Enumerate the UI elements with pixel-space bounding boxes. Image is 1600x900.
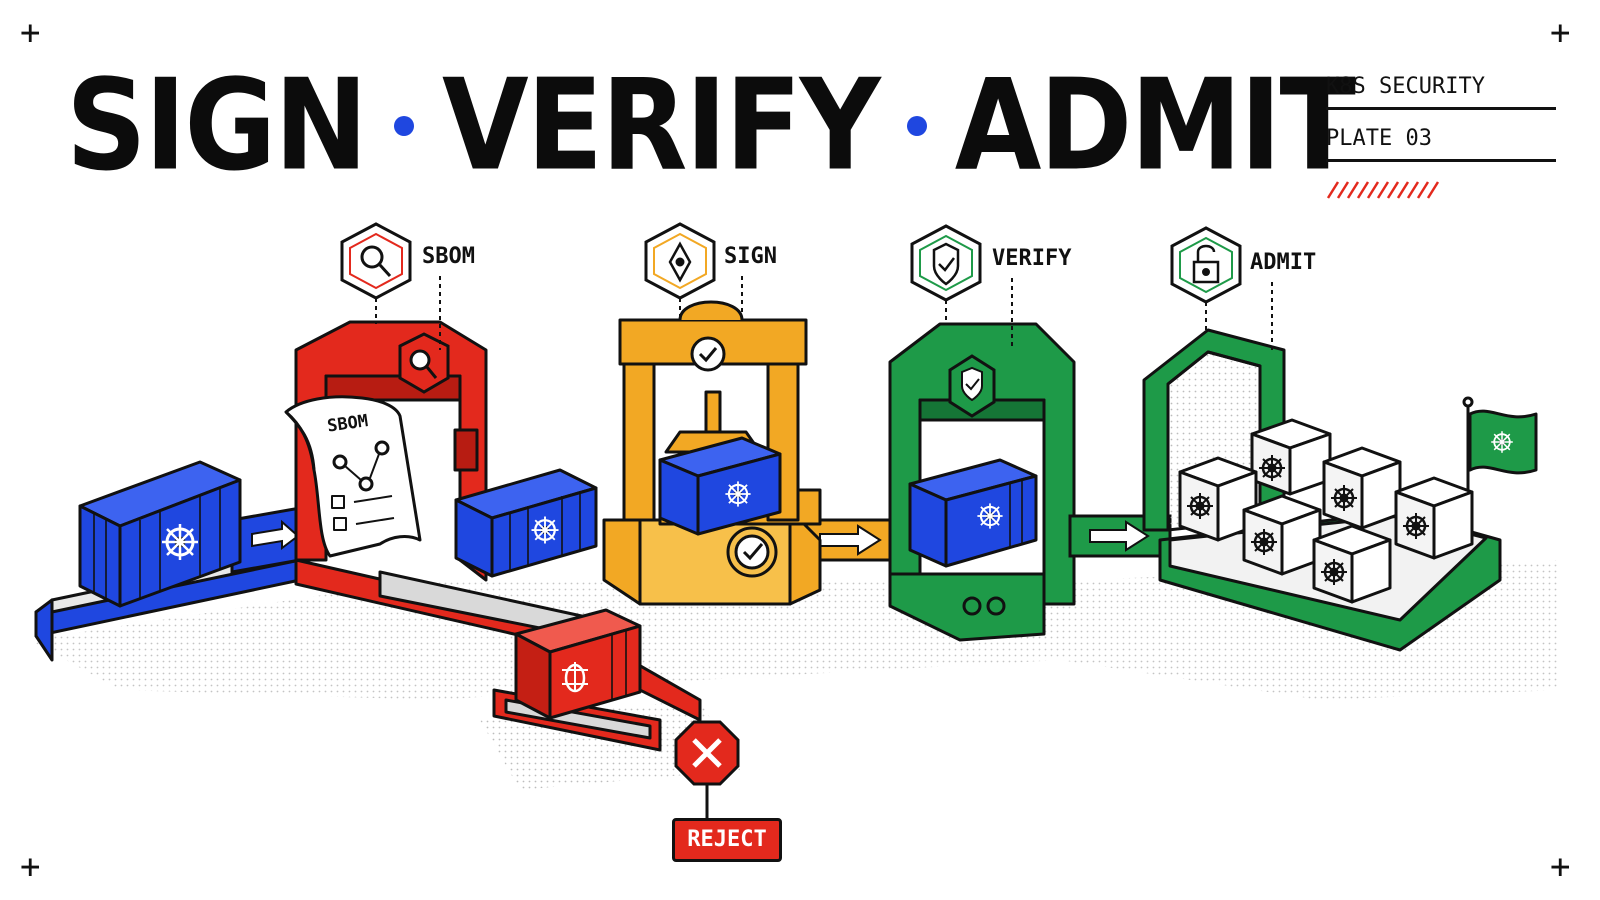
stage-label-verify: VERIFY [992,246,1072,271]
stage-label-admit: ADMIT [1250,250,1317,275]
magnifier-icon [398,332,450,394]
corner-mark-bottom-left: + [20,847,41,887]
pod-cube [1250,418,1332,496]
rejected-container [514,608,642,720]
verified-container [908,458,1038,568]
stage-label-sbom: SBOM [422,244,475,269]
shield-check-icon [948,354,996,418]
press-container [658,436,782,536]
x-octagon-icon [674,720,740,818]
pod-cube [1322,446,1402,530]
sbom-document [284,395,422,558]
approval-badge-icon [726,526,778,578]
hatch-mark [1326,181,1440,199]
seal-check-icon [690,336,726,372]
plate-caption: K8S SECURITY PLATE 03 [1326,70,1556,204]
scanned-container [454,468,598,578]
pod-cube [1242,494,1322,576]
corner-mark-top-left: + [20,13,41,53]
reject-label: REJECT [672,818,782,862]
input-container [78,460,242,608]
title-separator-dot [394,116,414,136]
pen-nib-icon [644,222,743,320]
stage-badge-sbom [340,222,441,350]
admitted-pods [1178,418,1474,604]
pod-cube [1312,524,1392,604]
blue-arrow [230,506,302,574]
flag-icon [1462,396,1538,490]
stage-label-sign: SIGN [724,244,777,269]
plate-line-1: K8S SECURITY [1326,70,1556,110]
page-title: SIGN VERIFY ADMIT [66,53,1356,199]
verify-gate [888,322,1076,642]
shield-check-badge [910,224,1013,350]
title-separator-dot [906,116,927,136]
title-word-verify: VERIFY [442,53,881,199]
open-padlock-icon [1170,226,1273,350]
plate-line-2: PLATE 03 [1326,122,1556,162]
pod-cube [1394,476,1474,560]
title-word-admit: ADMIT [954,53,1356,199]
corner-mark-top-right: + [1550,13,1571,53]
corner-mark-bottom-right: + [1550,847,1571,887]
title-word-sign: SIGN [66,53,368,199]
